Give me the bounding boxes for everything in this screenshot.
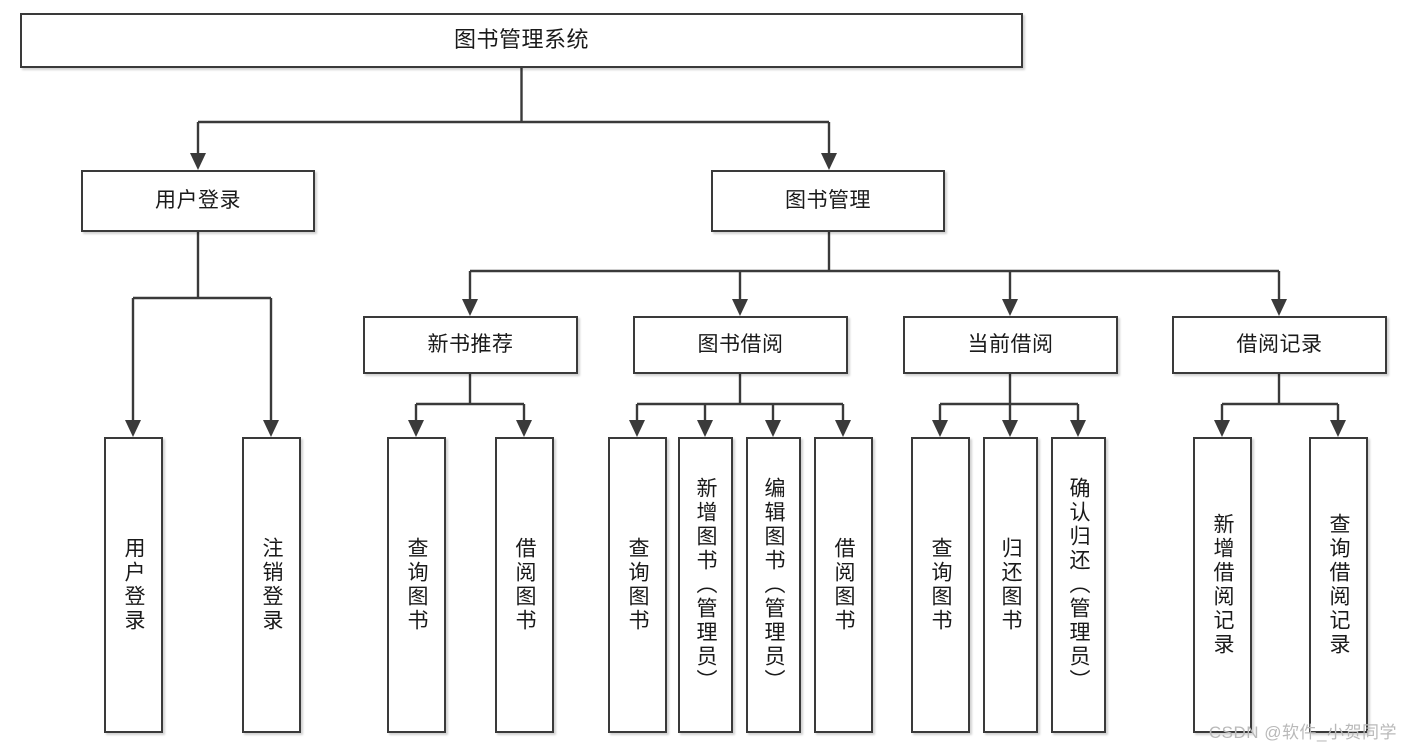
node-label: 归还图书 — [999, 537, 1022, 633]
leaf-new-book-borrow[interactable]: 借阅图书 — [495, 437, 554, 733]
leaf-book-borrow-borrow[interactable]: 借阅图书 — [814, 437, 873, 733]
node-label: 查询借阅记录 — [1327, 513, 1350, 657]
node-label: 编辑图书（管理员） — [762, 477, 785, 693]
leaf-current-borrow-return[interactable]: 归还图书 — [983, 437, 1038, 733]
node-root-book-management-system[interactable]: 图书管理系统 — [20, 13, 1023, 68]
node-label: 图书管理系统 — [453, 27, 589, 53]
node-label: 用户登录 — [122, 537, 145, 633]
node-book-borrow[interactable]: 图书借阅 — [633, 316, 848, 374]
leaf-new-book-query[interactable]: 查询图书 — [387, 437, 446, 733]
node-label: 新增借阅记录 — [1211, 513, 1234, 657]
node-label: 用户登录 — [155, 189, 241, 213]
node-label: 确认归还（管理员） — [1067, 477, 1090, 693]
node-label: 借阅图书 — [513, 537, 536, 633]
node-new-book-recommend[interactable]: 新书推荐 — [363, 316, 578, 374]
leaf-book-borrow-query[interactable]: 查询图书 — [608, 437, 667, 733]
node-current-borrow[interactable]: 当前借阅 — [903, 316, 1118, 374]
leaf-book-borrow-add[interactable]: 新增图书（管理员） — [678, 437, 733, 733]
csdn-watermark: CSDN @软件_小贺同学 — [1208, 723, 1397, 742]
node-label: 查询图书 — [405, 537, 428, 633]
node-borrow-record[interactable]: 借阅记录 — [1172, 316, 1387, 374]
node-user-login[interactable]: 用户登录 — [81, 170, 315, 232]
node-label: 新增图书（管理员） — [694, 477, 717, 693]
node-label: 查询图书 — [626, 537, 649, 633]
leaf-borrow-record-query[interactable]: 查询借阅记录 — [1309, 437, 1368, 733]
leaf-current-borrow-query[interactable]: 查询图书 — [911, 437, 970, 733]
node-label: 当前借阅 — [967, 333, 1054, 357]
node-label: 借阅记录 — [1236, 333, 1323, 357]
leaf-current-borrow-confirm-return[interactable]: 确认归还（管理员） — [1051, 437, 1106, 733]
node-label: 图书管理 — [785, 189, 871, 213]
node-label: 注销登录 — [260, 537, 283, 633]
leaf-user-login-login[interactable]: 用户登录 — [104, 437, 163, 733]
leaf-book-borrow-edit[interactable]: 编辑图书（管理员） — [746, 437, 801, 733]
node-label: 查询图书 — [929, 537, 952, 633]
node-book-management[interactable]: 图书管理 — [711, 170, 945, 232]
leaf-user-login-logout[interactable]: 注销登录 — [242, 437, 301, 733]
node-label: 新书推荐 — [427, 333, 514, 357]
node-label: 图书借阅 — [697, 333, 784, 357]
node-label: 借阅图书 — [832, 537, 855, 633]
leaf-borrow-record-add[interactable]: 新增借阅记录 — [1193, 437, 1252, 733]
